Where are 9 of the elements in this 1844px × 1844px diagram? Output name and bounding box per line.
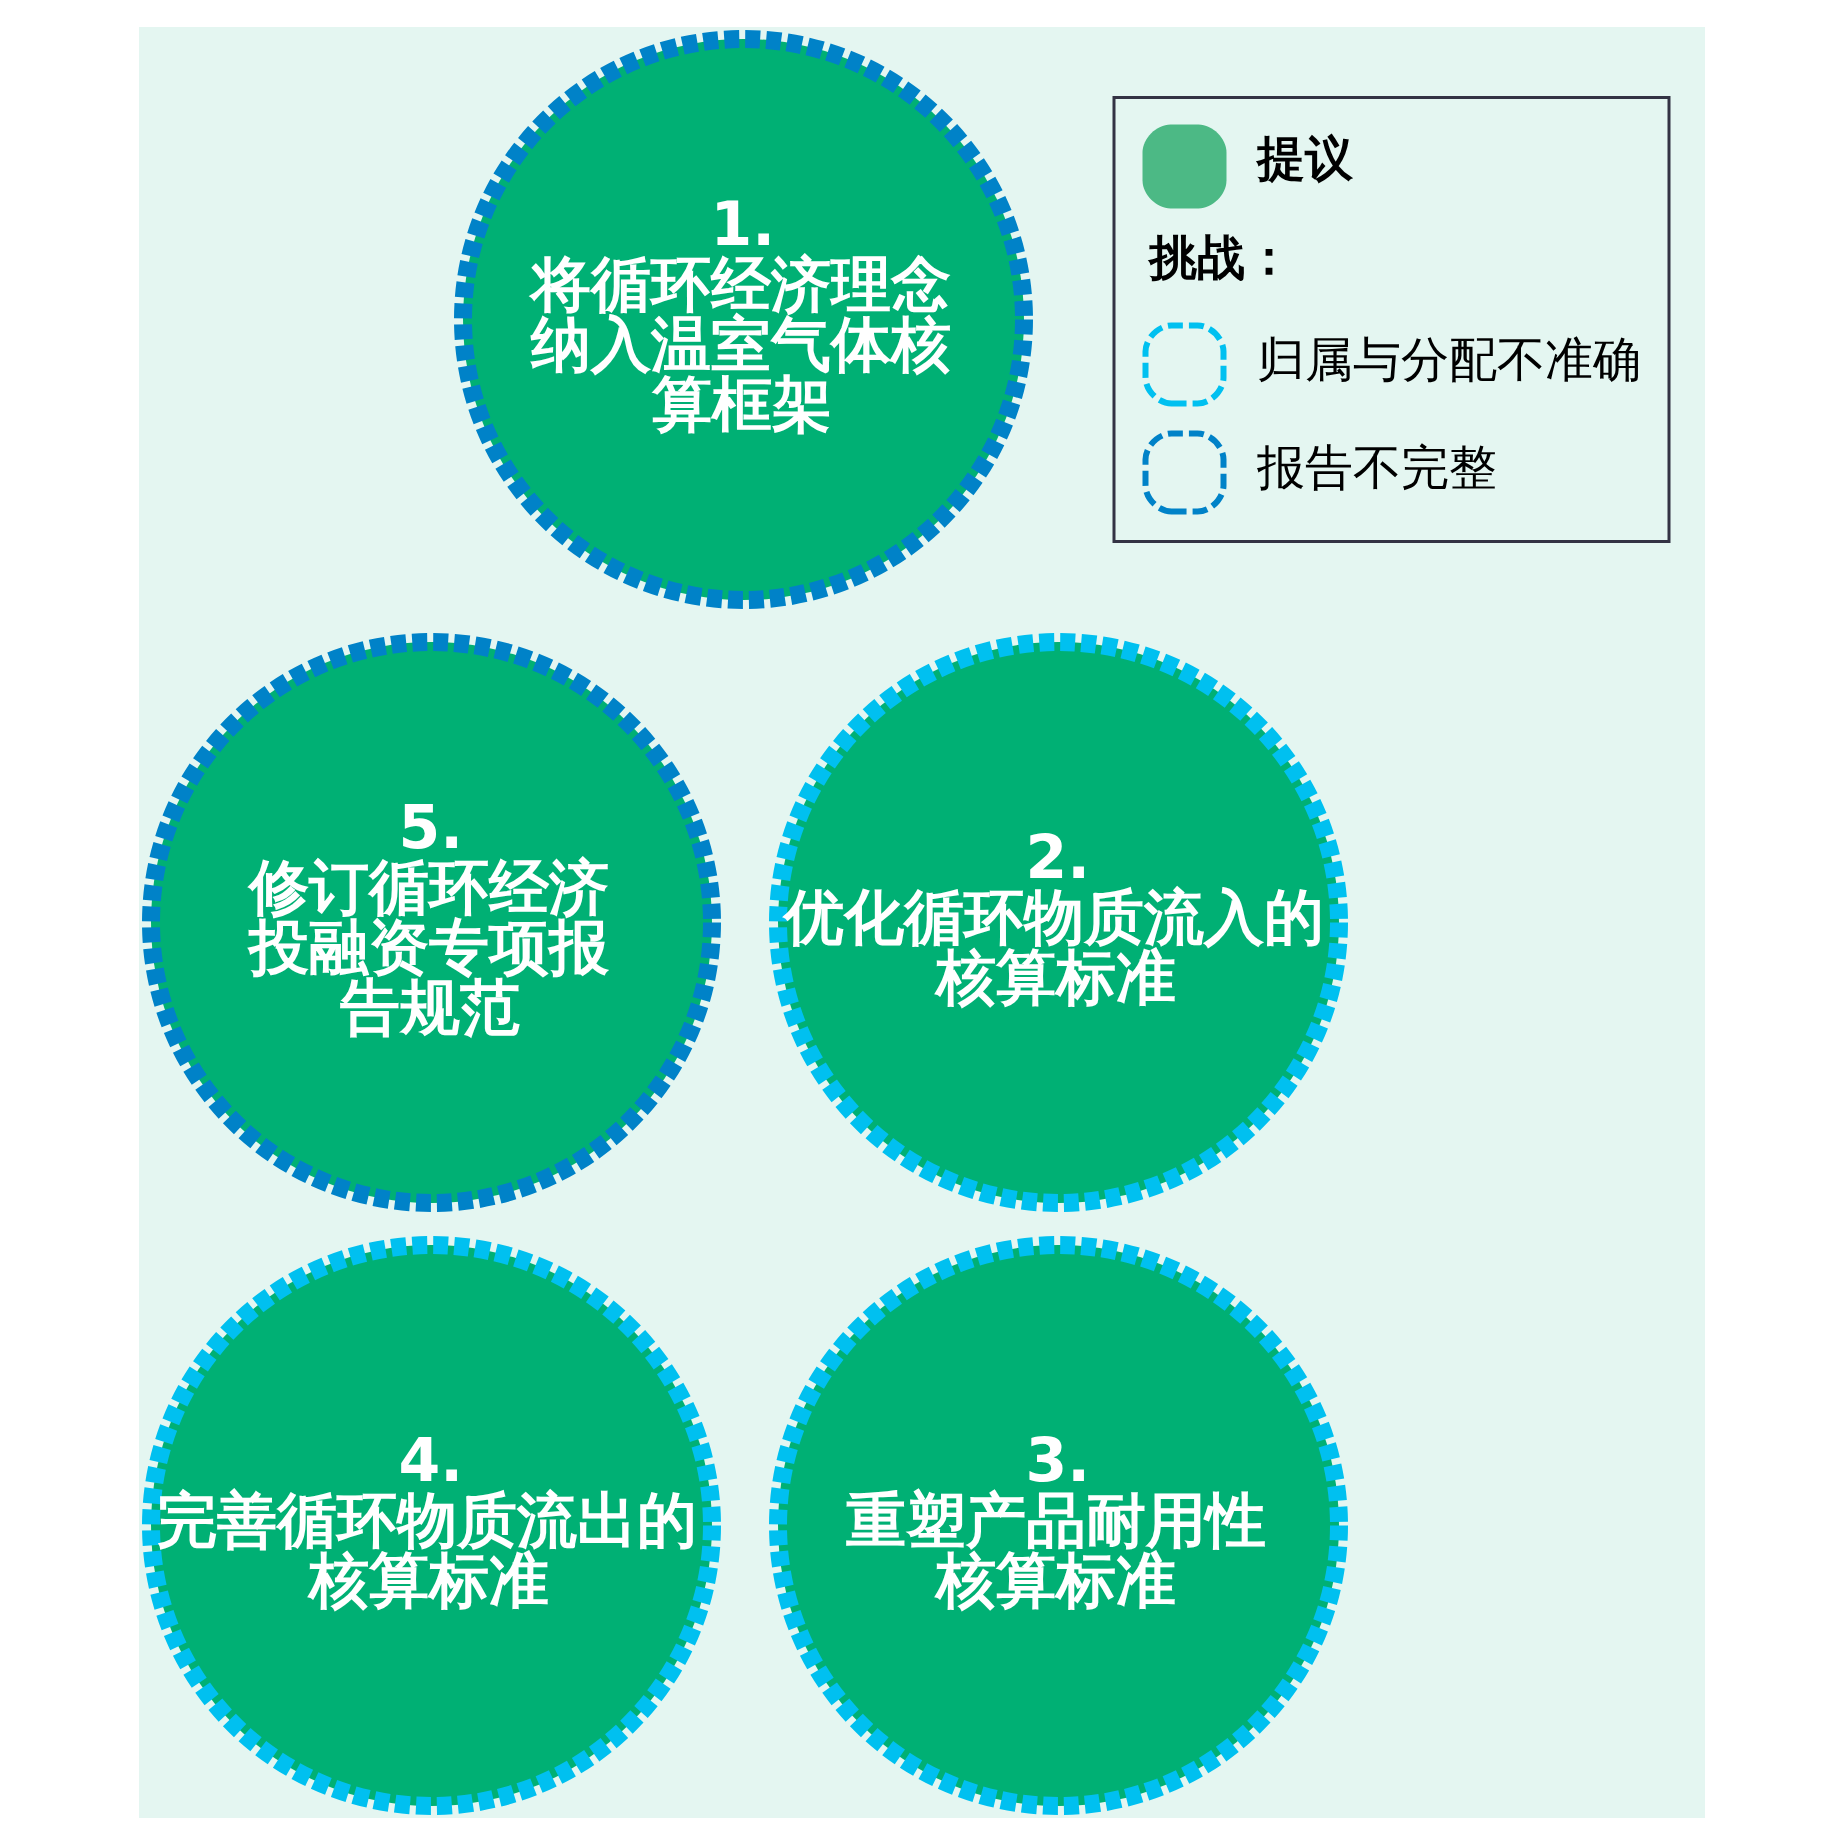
node-circle: 5. 修订循环经济投融资专项报告规范 (142, 632, 721, 1212)
node-circle: 1. 将循环经济理念纳入温室气体核算框架 (454, 29, 1033, 609)
node-circle: 2. 优化循环物质流入的核算标准 (769, 632, 1348, 1212)
legend-label: 提议 (1256, 129, 1353, 186)
legend-label: 挑战： (1148, 228, 1293, 285)
node-circle: 4. 完善循环物质流出的核算标准 (142, 1235, 721, 1815)
legend-label: 报告不完整 (1256, 438, 1497, 495)
legend-label: 归属与分配不准确 (1256, 330, 1641, 387)
node-circle: 3. 重塑产品耐用性核算标准 (769, 1235, 1348, 1815)
